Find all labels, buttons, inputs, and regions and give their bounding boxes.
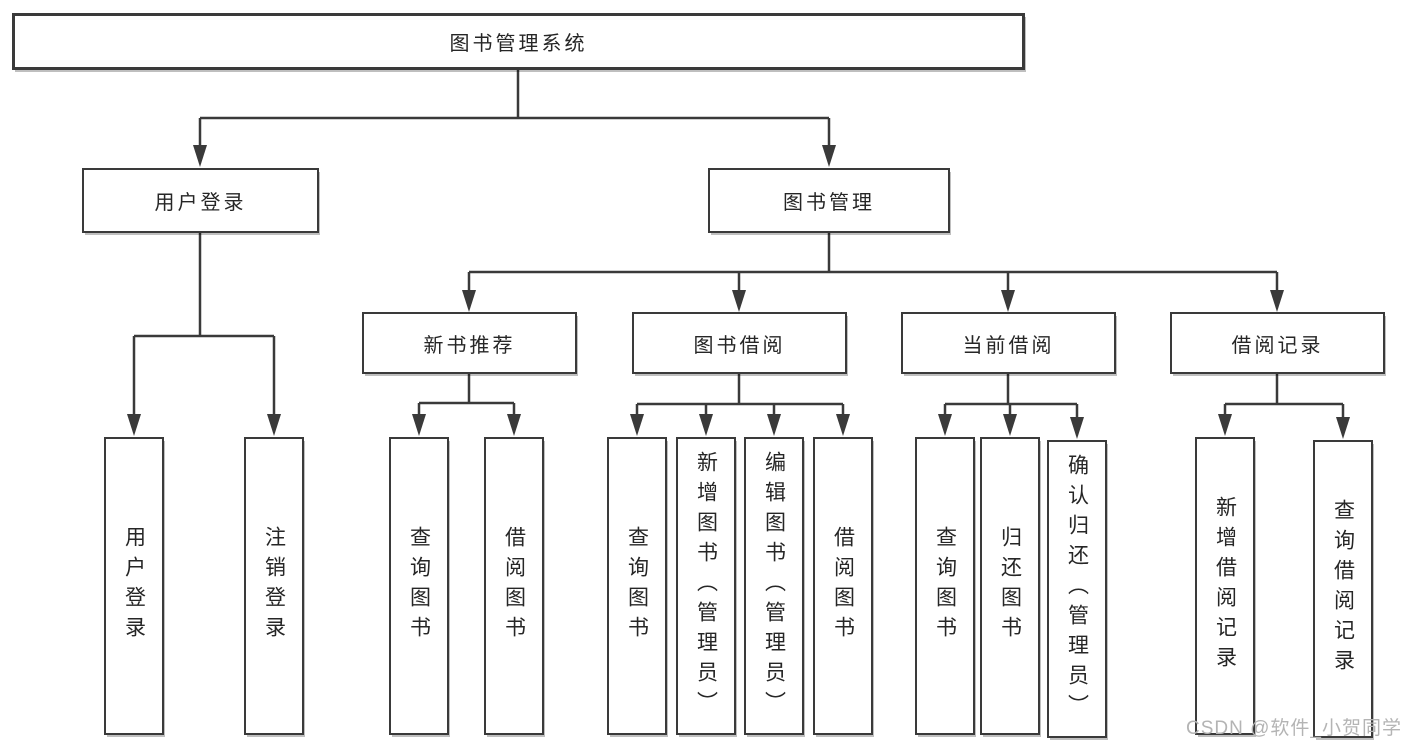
- leaf-query-books-1: 查询图书: [389, 437, 449, 735]
- node-user-login-branch: 用户登录: [82, 168, 319, 233]
- leaf-edit-books-admin: 编辑图书（管理员）: [744, 437, 804, 735]
- node-label: 确认归还（管理员）: [1065, 454, 1089, 724]
- node-label: 当前借阅: [962, 334, 1055, 357]
- node-new-book-recommend: 新书推荐: [362, 312, 577, 374]
- arrowheads: [127, 145, 1350, 439]
- node-book-borrowing: 图书借阅: [632, 312, 847, 374]
- node-label: 借阅图书: [831, 526, 855, 646]
- leaf-add-books-admin: 新增图书（管理员）: [676, 437, 736, 735]
- node-label: 借阅图书: [502, 526, 526, 646]
- node-book-management-branch: 图书管理: [708, 168, 950, 233]
- node-label: 查询借阅记录: [1331, 499, 1355, 679]
- node-label: 图书借阅: [693, 334, 786, 357]
- leaf-query-borrow-record: 查询借阅记录: [1313, 440, 1373, 738]
- node-label: 用户登录: [122, 526, 146, 646]
- node-library-system: 图书管理系统: [12, 13, 1025, 70]
- leaf-user-login: 用户登录: [104, 437, 164, 735]
- leaf-borrow-books-1: 借阅图书: [484, 437, 544, 735]
- node-label: 用户登录: [154, 192, 247, 214]
- node-label: 新书推荐: [423, 334, 516, 357]
- node-label: 编辑图书（管理员）: [762, 451, 786, 721]
- node-label: 新增图书（管理员）: [694, 451, 718, 721]
- leaf-add-borrow-record: 新增借阅记录: [1195, 437, 1255, 735]
- node-label: 查询图书: [625, 526, 649, 646]
- leaf-confirm-return-admin: 确认归还（管理员）: [1047, 440, 1107, 738]
- node-label: 新增借阅记录: [1213, 496, 1237, 676]
- node-label: 注销登录: [262, 526, 286, 646]
- node-label: 归还图书: [998, 526, 1022, 646]
- leaf-logout: 注销登录: [244, 437, 304, 735]
- node-label: 图书管理: [783, 192, 875, 214]
- node-label: 借阅记录: [1231, 334, 1324, 357]
- node-label: 查询图书: [933, 526, 957, 646]
- node-label: 图书管理系统: [449, 33, 588, 55]
- node-borrowing-records: 借阅记录: [1170, 312, 1385, 374]
- leaf-borrow-books-2: 借阅图书: [813, 437, 873, 735]
- csdn-watermark: CSDN @软件_小贺同学: [1186, 718, 1402, 739]
- node-current-borrowing: 当前借阅: [901, 312, 1116, 374]
- leaf-query-books-2: 查询图书: [607, 437, 667, 735]
- node-label: 查询图书: [407, 526, 431, 646]
- leaf-return-books: 归还图书: [980, 437, 1040, 735]
- leaf-query-books-3: 查询图书: [915, 437, 975, 735]
